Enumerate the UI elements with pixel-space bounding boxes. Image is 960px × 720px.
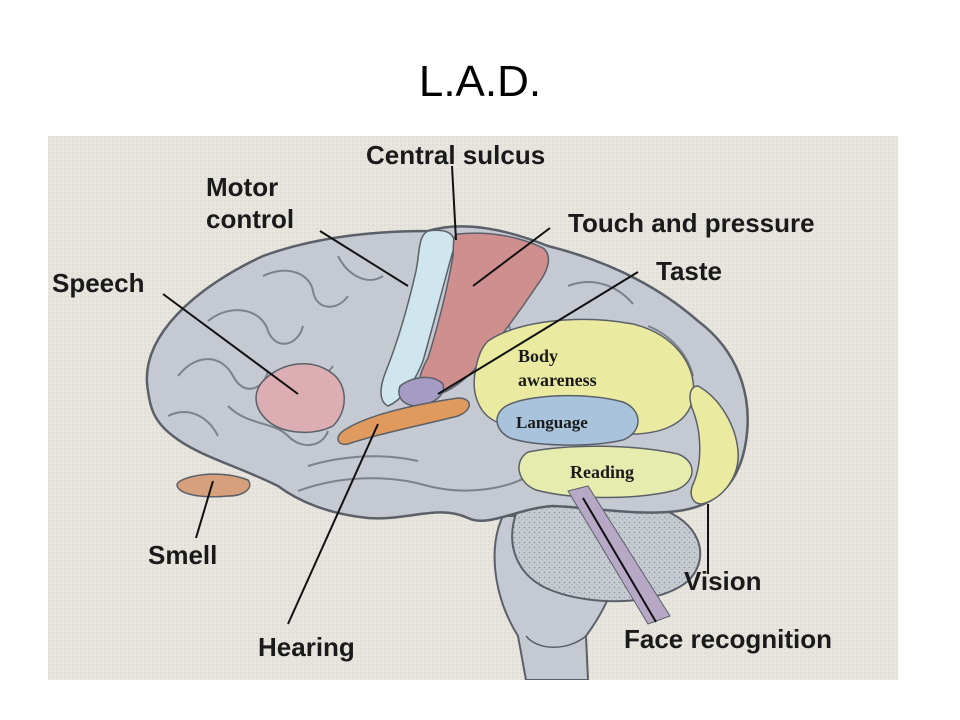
brain-illustration: Central sulcus Motor control Touch and p…	[48, 136, 898, 680]
label-motor-control-line2: control	[206, 204, 294, 234]
label-language: Language	[516, 413, 588, 432]
touch-pressure-region	[418, 232, 550, 396]
face-recognition-region	[567, 485, 671, 625]
label-vision: Vision	[684, 566, 762, 596]
brain-diagram: Central sulcus Motor control Touch and p…	[48, 136, 898, 680]
leader-lines	[162, 165, 709, 625]
label-body-awareness-line1: Body	[518, 346, 558, 366]
label-face-recognition: Face recognition	[624, 624, 832, 654]
hearing-region	[337, 397, 470, 446]
smell-region	[176, 473, 251, 498]
label-smell: Smell	[148, 540, 217, 570]
label-taste: Taste	[656, 256, 722, 286]
label-central-sulcus: Central sulcus	[366, 140, 545, 170]
label-body-awareness-line2: awareness	[518, 370, 597, 390]
label-touch-pressure: Touch and pressure	[568, 208, 815, 238]
label-speech: Speech	[52, 268, 145, 298]
slide-title: L.A.D.	[418, 57, 542, 106]
language-region	[496, 394, 639, 446]
taste-region	[398, 376, 445, 407]
label-motor-control-line1: Motor	[206, 172, 278, 202]
vision-region	[689, 385, 739, 505]
reading-region	[518, 445, 693, 499]
label-hearing: Hearing	[258, 632, 355, 662]
speech-region	[255, 363, 345, 434]
label-reading: Reading	[570, 462, 634, 482]
